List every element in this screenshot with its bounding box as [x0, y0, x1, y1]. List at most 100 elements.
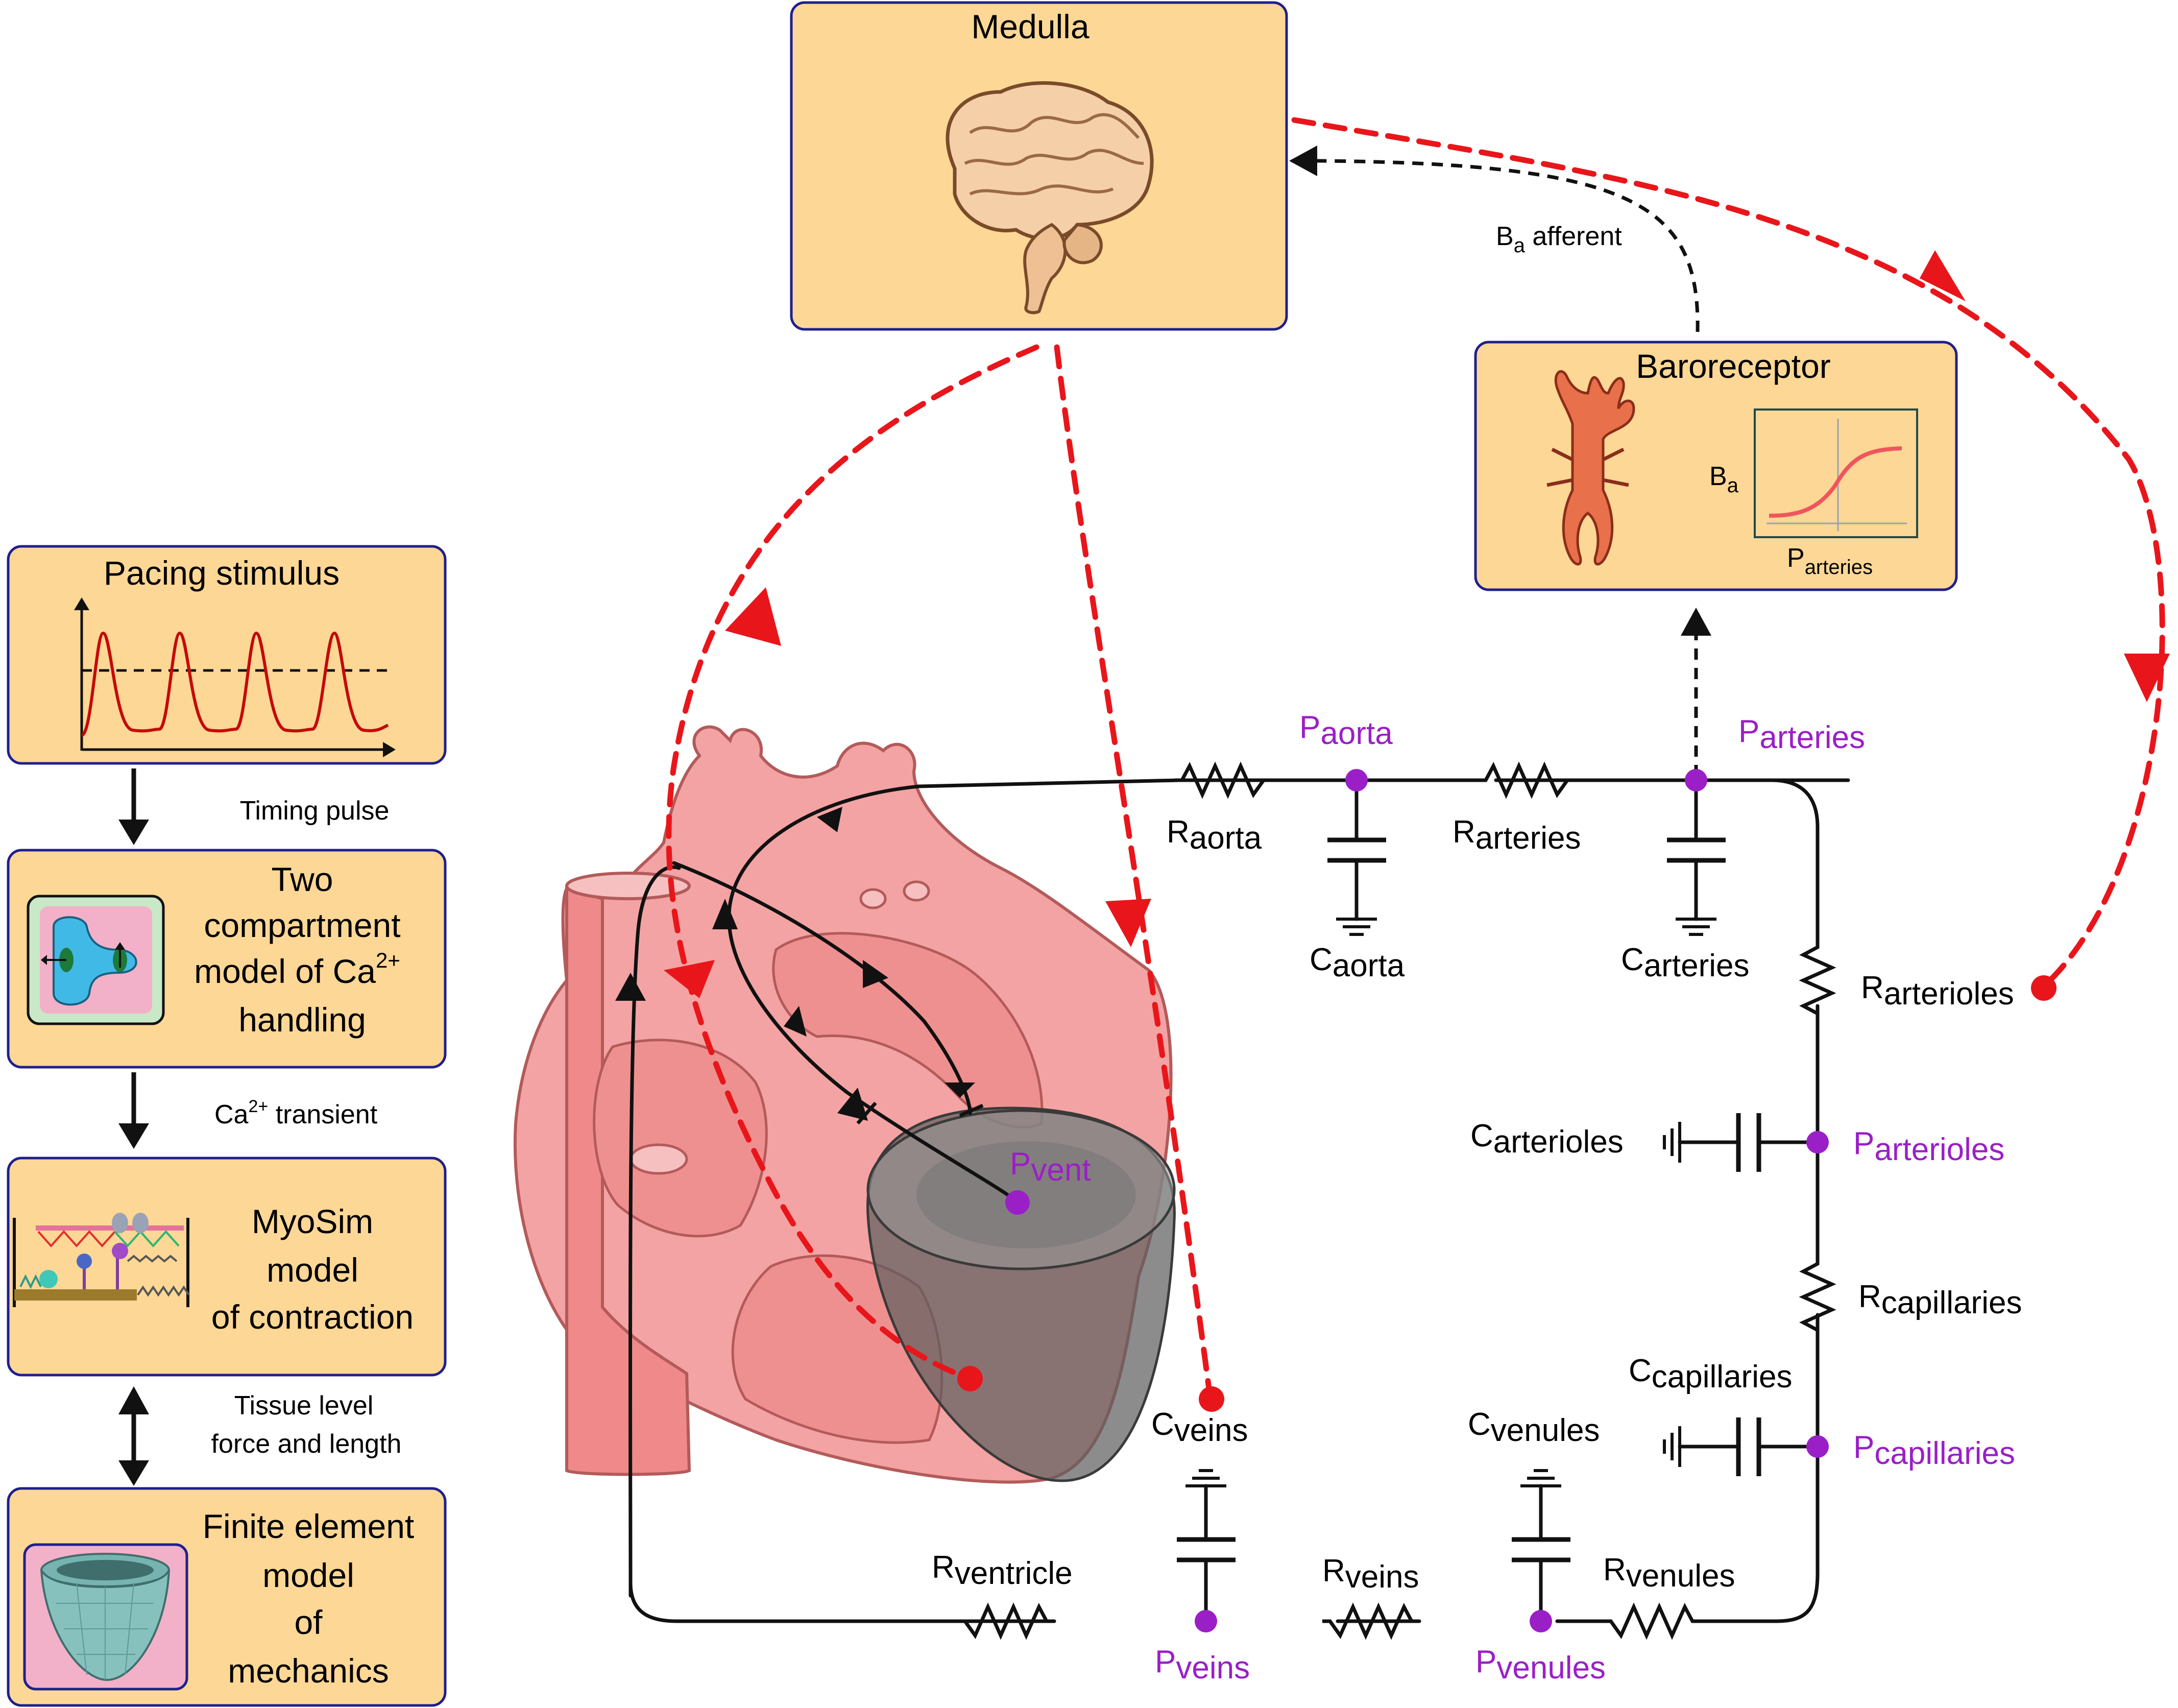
c-venules-main: C	[1468, 1407, 1491, 1442]
plot-x-main: P	[1787, 543, 1805, 573]
two-compartment-line-2: compartment	[204, 906, 400, 944]
plot-y-label: Ba	[1709, 462, 1739, 497]
efferent-heart-line	[666, 344, 1039, 1382]
p-veins-main: P	[1155, 1644, 1176, 1679]
r-ventricle-main: R	[932, 1550, 955, 1585]
r-venules-resistor	[1603, 1602, 1700, 1640]
c-venules-sub: venules	[1491, 1413, 1600, 1448]
p-veins-label: Pveins	[1155, 1644, 1250, 1686]
calcium-cell-icon	[27, 895, 165, 1025]
c-veins-sub: veins	[1174, 1413, 1248, 1448]
r-capillaries-main: R	[1858, 1279, 1881, 1314]
r-venules-label: Rvenules	[1603, 1552, 1735, 1594]
p-veins-node	[1195, 1610, 1217, 1632]
baroreceptor-input-arrowhead	[1681, 608, 1711, 636]
myosim-line-1: MyoSim	[252, 1202, 373, 1240]
p-arterioles-main: P	[1853, 1126, 1874, 1161]
p-arterioles-sub: arterioles	[1874, 1132, 2004, 1167]
plot-x-label: Parteries	[1787, 543, 1873, 579]
efferent-terminal-veins	[1199, 1386, 1224, 1412]
efferent-terminal-heart	[957, 1366, 983, 1391]
c-arterioles-sub: arterioles	[1493, 1124, 1624, 1160]
c-arterioles-main: C	[1470, 1118, 1493, 1153]
p-capillaries-node	[1806, 1435, 1829, 1458]
c-capillaries-label: Ccapillaries	[1629, 1353, 1792, 1394]
c-capillaries-main: C	[1629, 1353, 1652, 1388]
p-capillaries-label: Pcapillaries	[1853, 1430, 2015, 1471]
c-arteries-main: C	[1621, 942, 1644, 977]
p-vent-main: P	[1010, 1146, 1031, 1182]
lv-mesh-overlay	[866, 1106, 1176, 1482]
ba-afferent-label: Ba afferent	[1496, 222, 1622, 257]
c-arterioles-capacitor	[1663, 1113, 1820, 1172]
r-venules-main: R	[1603, 1552, 1626, 1587]
afferent-line	[1317, 159, 1700, 332]
p-aorta-node	[1345, 769, 1368, 791]
p-capillaries-main: P	[1853, 1430, 1874, 1465]
c-arteries-label: Carteries	[1621, 942, 1750, 983]
r-veins-resistor	[1322, 1602, 1419, 1640]
p-venules-sub: venules	[1496, 1650, 1606, 1686]
baroreceptor-response-plot: Ba Parteries	[1709, 408, 1918, 579]
ca-transient-main: Ca	[214, 1100, 249, 1129]
p-venules-main: P	[1475, 1644, 1496, 1679]
two-compartment-box: Two compartment model of Ca2+ handling	[7, 849, 447, 1069]
myosim-line-2: model	[267, 1251, 358, 1289]
heart-flow-arrows	[615, 778, 1181, 1598]
p-arteries-main: P	[1738, 714, 1759, 749]
brain-icon	[946, 81, 1154, 315]
two-compartment-line-3-text: model of Ca	[194, 952, 376, 990]
r-arteries-main: R	[1453, 814, 1475, 850]
p-arterioles-node	[1806, 1131, 1829, 1153]
c-venules-capacitor	[1512, 1469, 1570, 1623]
c-veins-main: C	[1151, 1407, 1174, 1442]
efferent-paths	[664, 117, 2170, 1412]
myosim-box: MyoSim model of contraction	[7, 1157, 447, 1377]
timing-pulse-label: Timing pulse	[240, 796, 390, 826]
r-veins-main: R	[1322, 1553, 1345, 1589]
two-compartment-line-3: model of Ca2+	[194, 948, 400, 990]
r-aorta-resistor	[1174, 761, 1358, 799]
p-aorta-label: Paorta	[1299, 710, 1393, 751]
ba-afferent-rest: afferent	[1525, 222, 1622, 251]
p-veins-sub: veins	[1176, 1650, 1250, 1686]
efferent-arrowhead-heart-upper	[725, 587, 781, 646]
circuit-labels: Paorta Parteries Parterioles Pcapillarie…	[932, 710, 2022, 1686]
c-arteries-capacitor	[1667, 778, 1726, 936]
c-arterioles-label: Carterioles	[1470, 1118, 1624, 1160]
medulla-title: Medulla	[971, 8, 1089, 45]
r-arteries-sub: arteries	[1475, 821, 1581, 856]
ca-transient-rest: transient	[268, 1100, 377, 1129]
r-venules-sub: venules	[1626, 1558, 1735, 1594]
r-veins-label: Rveins	[1322, 1553, 1419, 1595]
c-capillaries-sub: capillaries	[1652, 1359, 1793, 1394]
circulation-circuit	[628, 761, 1850, 1640]
tissue-level-label: Tissue level	[234, 1391, 374, 1421]
c-veins-label: Cveins	[1151, 1407, 1248, 1448]
baroreceptor-box: Baroreceptor Ba Parteries	[1474, 341, 1958, 591]
r-arterioles-sub: arterioles	[1884, 976, 2014, 1012]
ba-afferent-main: B	[1496, 222, 1514, 251]
pacing-trace-plot	[74, 597, 396, 757]
p-venules-label: Pvenules	[1475, 1644, 1606, 1686]
c-capillaries-capacitor	[1663, 1417, 1820, 1476]
c-aorta-label: Caorta	[1310, 942, 1405, 983]
sarcomere-icon	[13, 1213, 190, 1307]
p-capillaries-sub: capillaries	[1874, 1436, 2015, 1471]
baroreceptor-title: Baroreceptor	[1636, 347, 1831, 385]
c-arteries-sub: arteries	[1644, 948, 1750, 983]
c-aorta-sub: aorta	[1333, 948, 1405, 983]
two-compartment-ca-superscript: 2+	[376, 948, 400, 972]
r-arteries-label: Rarteries	[1453, 814, 1581, 856]
fe-line-1: Finite element	[203, 1507, 415, 1545]
aorta-icon	[1546, 370, 1635, 566]
fe-line-2: model	[262, 1556, 354, 1594]
pacing-title: Pacing stimulus	[104, 554, 340, 592]
p-arterioles-label: Parterioles	[1853, 1126, 2004, 1167]
two-compartment-line-4: handling	[238, 1001, 366, 1039]
p-vent-node	[1005, 1190, 1030, 1215]
fe-line-4: mechanics	[228, 1652, 389, 1690]
fe-line-3: of	[294, 1603, 323, 1641]
r-arteries-resistor	[1358, 761, 1696, 799]
